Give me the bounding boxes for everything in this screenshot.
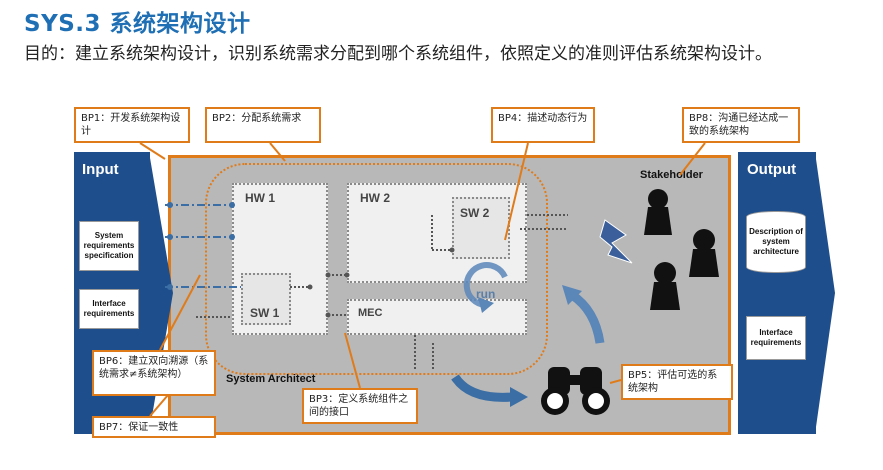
output-arrow-tip	[815, 152, 835, 434]
architecture-boundary	[205, 163, 548, 375]
sw1-label: SW 1	[250, 306, 280, 320]
stakeholder-label: Stakeholder	[640, 169, 703, 181]
page-title: SYS.3 系统架构设计	[24, 11, 251, 37]
stakeholder-person-icon-3	[650, 262, 680, 310]
callout-bp2: BP2：分配系统需求	[205, 107, 321, 143]
input-doc-system-requirements: System requirements specification	[79, 221, 139, 271]
binoculars-icon	[541, 367, 610, 415]
callout-bp5: BP5：评估可选的系统架构	[621, 364, 733, 400]
mec-label: MEC	[358, 307, 383, 319]
callout-bp3: BP3：定义系统组件之间的接口	[302, 388, 418, 424]
output-doc-description: Description of system architecture	[746, 211, 806, 273]
diagram-graphics: run	[165, 189, 719, 415]
callout-bp6: BP6：建立双向溯源（系统需求≠系统架构）	[92, 350, 216, 396]
sw2-label: SW 2	[460, 206, 490, 220]
run-arrow-icon	[463, 262, 508, 313]
system-architect-label: System Architect	[226, 373, 316, 385]
architecture-diagram: Input System requirements specification …	[0, 95, 883, 470]
hw2-label: HW 2	[360, 191, 390, 205]
callout-bp7: BP7：保证一致性	[92, 416, 216, 438]
mec-block	[347, 299, 527, 335]
curved-arrow-lower	[451, 374, 513, 402]
stakeholder-person-icon-2	[689, 229, 719, 277]
output-panel	[738, 152, 816, 434]
input-title: Input	[82, 161, 119, 178]
callout-bp1: BP1：开发系统架构设计	[74, 107, 190, 143]
purpose-description: 目的：建立系统架构设计，识别系统需求分配到哪个系统组件，依照定义的准则评估系统架…	[24, 44, 772, 64]
input-doc-interface-requirements: Interface requirements	[79, 289, 139, 329]
sw1-block	[241, 273, 291, 325]
output-title: Output	[747, 161, 797, 178]
stakeholder-flash-icon	[599, 219, 633, 264]
output-doc-interface-requirements: Interface requirements	[746, 316, 806, 360]
stakeholder-person-icon-1	[644, 189, 672, 235]
hw1-label: HW 1	[245, 191, 275, 205]
callout-bp8: BP8：沟通已经达成一致的系统架构	[682, 107, 800, 143]
sw2-block	[452, 197, 510, 259]
callout-pointers	[139, 142, 706, 417]
curved-arrow-upper	[569, 291, 605, 344]
run-label: run	[476, 287, 495, 301]
callout-bp4: BP4：描述动态行为	[491, 107, 595, 143]
